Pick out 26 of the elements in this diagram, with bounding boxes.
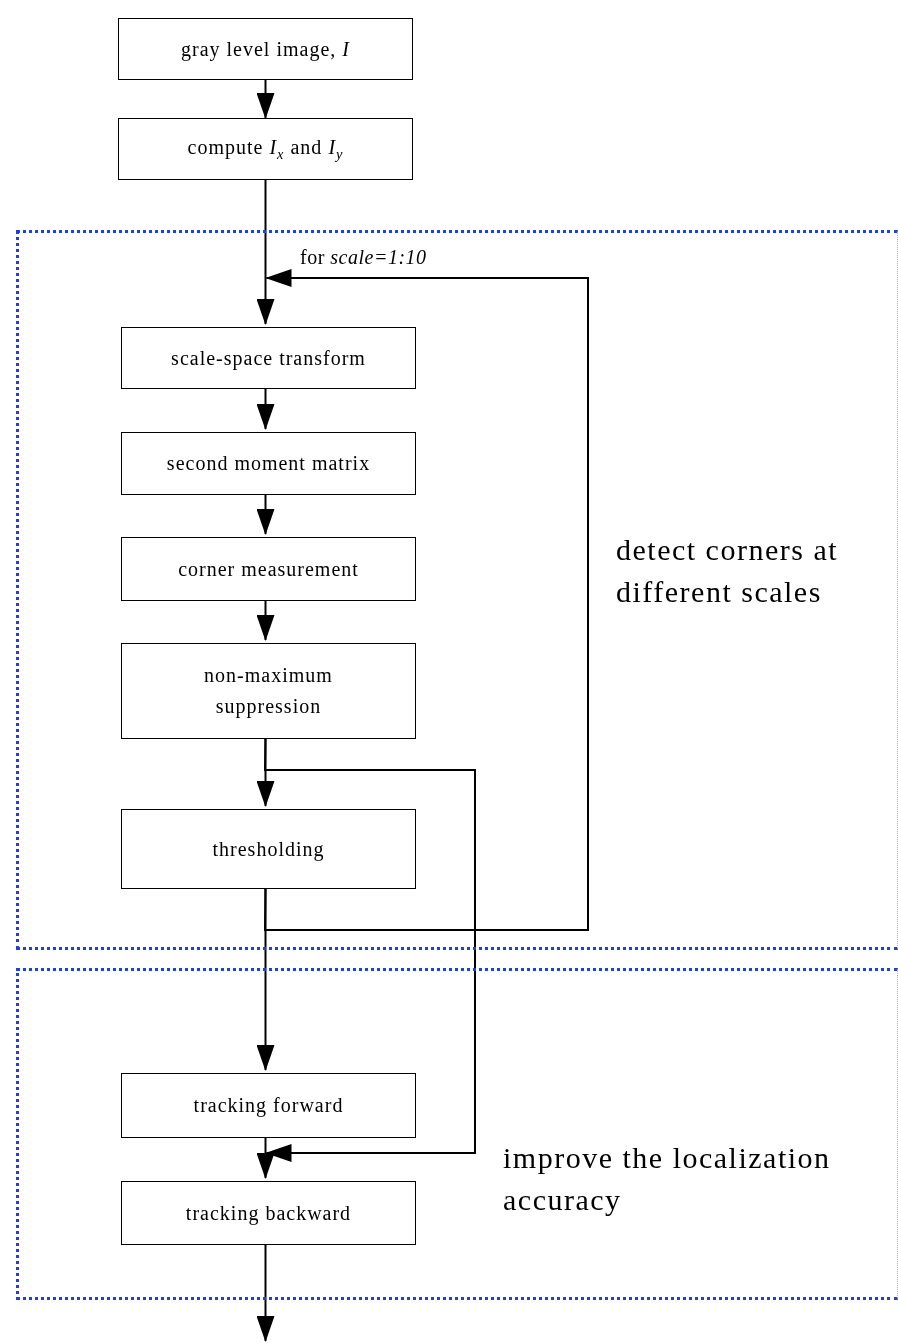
edge-label: for scale=1:10	[300, 246, 427, 269]
dotted-region	[16, 230, 898, 950]
step-text: corner measurement	[177, 556, 360, 582]
step-text: second moment matrix	[165, 451, 372, 476]
process-box	[121, 643, 416, 739]
process-box	[121, 1181, 416, 1245]
process-box	[118, 118, 413, 180]
arrow	[264, 269, 589, 931]
step-text: gray level image, I	[180, 36, 351, 63]
arrow	[256, 179, 275, 325]
process-box	[121, 432, 416, 495]
step-text: compute I$_{x}$ and I$_{y}$	[186, 135, 345, 165]
arrow	[256, 79, 275, 119]
process-box	[118, 18, 413, 80]
region-label: detect corners at different scales	[616, 532, 840, 610]
step-text: scale-space transform	[170, 345, 367, 372]
region-label: improve the localization accuracy	[503, 1140, 832, 1218]
step-text: tracking backward	[184, 1200, 353, 1227]
process-box	[121, 809, 416, 889]
step-text: tracking forward	[192, 1093, 345, 1119]
step-text: thresholding	[211, 836, 326, 863]
process-box	[121, 327, 416, 389]
dotted-region	[16, 968, 898, 1300]
process-box	[121, 537, 416, 601]
step-text: non-maximum suppression	[203, 663, 334, 720]
process-box	[121, 1073, 416, 1138]
